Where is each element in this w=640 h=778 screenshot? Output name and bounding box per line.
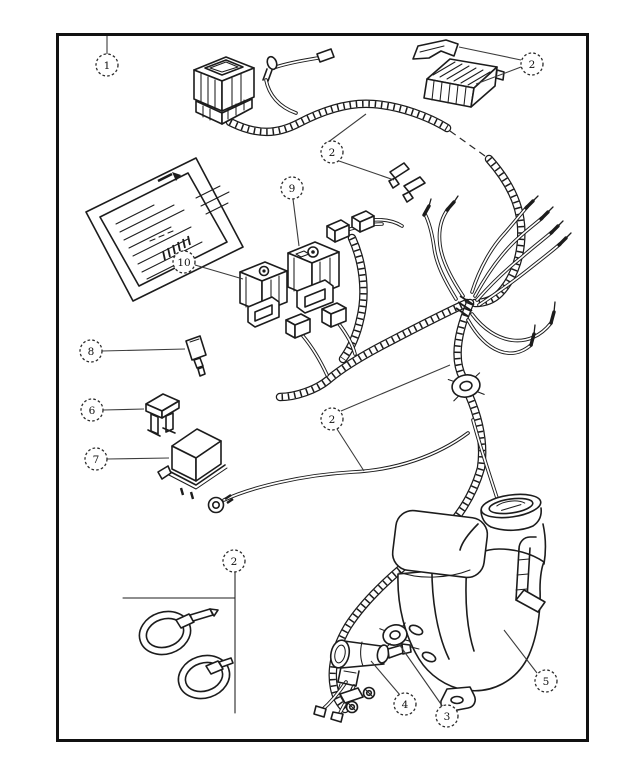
callout-2-fuse-block: 2 — [520, 52, 544, 76]
callout-9-label: 9 — [289, 183, 296, 195]
instruction-sheet — [85, 157, 244, 302]
loom-clips — [388, 162, 426, 203]
harness-grommet — [447, 372, 485, 402]
harness-end-terminals — [339, 686, 376, 714]
fuse-block — [423, 58, 505, 108]
callout-2-loom-ground: 2 — [320, 407, 344, 431]
callout-6: 6 — [80, 398, 104, 422]
callout-8-label: 8 — [88, 346, 95, 358]
callout-10-label: 10 — [177, 257, 190, 269]
callout-8: 8 — [79, 339, 103, 363]
callout-6-label: 6 — [89, 405, 96, 417]
callout-2a-label: 2 — [529, 59, 536, 71]
reservoir-bracket — [515, 536, 546, 613]
callout-2-loom-clips: 2 — [320, 140, 344, 164]
callout-10: 10 — [172, 250, 196, 274]
tie-strap-2 — [177, 654, 234, 700]
sheet-barcode — [162, 235, 191, 261]
mini-fuse — [185, 335, 207, 377]
relay-cube — [157, 428, 228, 500]
pump-grommet — [379, 622, 411, 649]
washer-reservoir — [391, 418, 547, 712]
ground-wire — [207, 431, 470, 514]
relay-left — [239, 261, 288, 328]
callout-2b-label: 2 — [329, 147, 336, 159]
washer-hose-elbow — [262, 48, 335, 115]
mounting-clip — [412, 39, 459, 60]
tie-strap-1 — [138, 608, 219, 656]
callout-7: 7 — [84, 447, 108, 471]
reservoir-filler-body — [391, 509, 489, 579]
wire-terminals — [422, 195, 572, 355]
callout-1: 1 — [95, 53, 119, 77]
washer-pump — [313, 639, 420, 723]
callout-5: 5 — [534, 669, 558, 693]
diagram-border — [56, 33, 589, 742]
spade-terminal-icons — [422, 195, 572, 347]
callout-4-label: 4 — [402, 699, 409, 711]
callout-5-label: 5 — [543, 676, 550, 688]
callout-2d-label: 2 — [231, 556, 238, 568]
callout-3-label: 3 — [444, 711, 451, 723]
loom-continuation-dash — [449, 130, 486, 157]
sheet-logo — [157, 172, 173, 183]
harness-connector — [193, 56, 255, 125]
callout-2-tie-straps: 2 — [222, 549, 246, 573]
callout-7-label: 7 — [93, 454, 100, 466]
leader-lines — [101, 36, 538, 708]
callout-9: 9 — [280, 176, 304, 200]
callout-4: 4 — [393, 692, 417, 716]
harness-junction-tape — [455, 295, 475, 318]
harness-plugs — [285, 210, 404, 377]
ring-terminal-icon — [207, 496, 225, 514]
callout-3: 3 — [435, 704, 459, 728]
callout-2c-label: 2 — [329, 414, 336, 426]
tie-strap-bracket — [122, 571, 236, 714]
relay-right — [287, 241, 340, 314]
blade-fuse — [145, 393, 180, 437]
callout-1-label: 1 — [104, 60, 111, 72]
reservoir-cap — [480, 493, 542, 519]
